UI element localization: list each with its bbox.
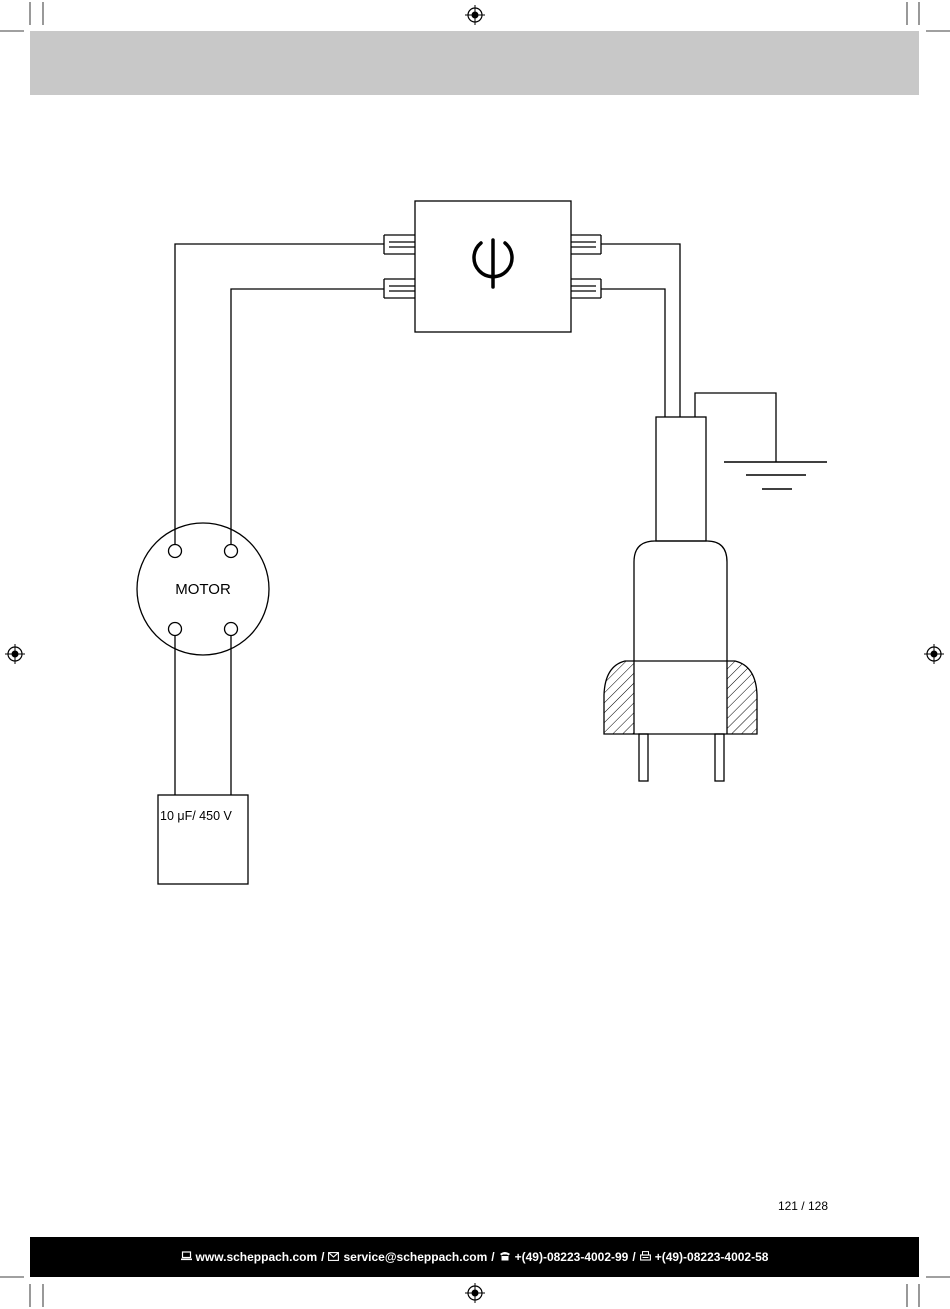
plug-head: [603, 660, 758, 735]
switch-terminal-right-bottom: [571, 278, 602, 299]
motor-terminal: [223, 543, 239, 559]
wire-switch-to-motor-inner: [230, 288, 384, 545]
plug-cord-sleeve: [655, 416, 707, 542]
phone-icon: [499, 1250, 511, 1264]
footer-contact-bar: www.scheppach.com / service@scheppach.co…: [30, 1237, 919, 1277]
switch-terminal-right-top: [571, 234, 602, 255]
email-link[interactable]: service@scheppach.com: [343, 1250, 488, 1264]
registration-mark-icon: [924, 644, 944, 664]
motor-label: MOTOR: [175, 581, 231, 598]
motor-terminal: [167, 543, 183, 559]
registration-mark-icon: [5, 644, 25, 664]
switch-box: [414, 200, 572, 333]
separator: /: [632, 1250, 636, 1264]
registration-mark-icon: [465, 1283, 485, 1303]
motor: [136, 522, 270, 656]
mail-icon: [328, 1250, 340, 1264]
page-number: 121 / 128: [777, 1199, 828, 1213]
ground-symbol-icon: [724, 461, 827, 490]
power-icon: [472, 238, 514, 289]
capacitor: [157, 794, 249, 885]
switch-terminal-left-bottom: [383, 278, 415, 299]
wire-switch-to-plug-outer: [601, 243, 681, 417]
separator: /: [491, 1250, 495, 1264]
plug-pin-left: [638, 733, 649, 782]
switch-terminal-left-top: [383, 234, 415, 255]
plug-head-hatch-right: [727, 661, 757, 734]
wire-switch-to-motor-outer: [174, 243, 384, 545]
plug-body: [633, 540, 728, 661]
header-band: [30, 31, 919, 95]
plug-head-hatch-left: [604, 661, 634, 734]
ground-wire: [694, 392, 777, 462]
motor-terminal: [223, 621, 239, 637]
wire-switch-to-plug-inner: [601, 288, 666, 417]
fax-number: +(49)-08223-4002-58: [654, 1250, 769, 1264]
phone-number[interactable]: +(49)-08223-4002-99: [514, 1250, 629, 1264]
plug-pin-right: [714, 733, 725, 782]
separator: /: [321, 1250, 325, 1264]
computer-icon: [180, 1250, 192, 1264]
motor-terminal: [167, 621, 183, 637]
capacitor-label: 10 μF/ 450 V: [160, 809, 232, 823]
fax-icon: [639, 1250, 651, 1264]
website-link[interactable]: www.scheppach.com: [195, 1250, 318, 1264]
registration-mark-icon: [465, 5, 485, 25]
